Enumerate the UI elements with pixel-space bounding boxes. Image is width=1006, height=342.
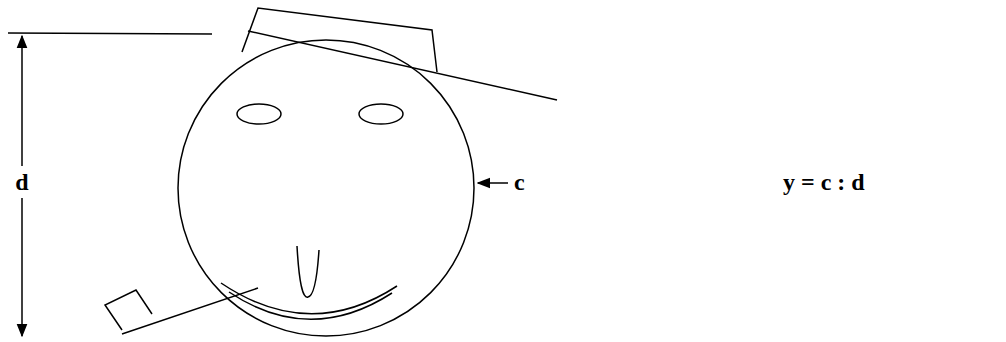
leader-arrow xyxy=(478,182,508,184)
formula-label: y = c : d xyxy=(783,170,865,194)
circumference-label: c xyxy=(514,170,525,194)
smile xyxy=(221,283,397,314)
eye xyxy=(237,104,281,124)
smile xyxy=(229,292,392,319)
dimension-arrow xyxy=(21,198,23,336)
dimension-label: d xyxy=(15,170,28,194)
eye xyxy=(359,104,403,124)
extension-line xyxy=(8,33,212,34)
hat-brim xyxy=(248,31,557,100)
dimension-arrow xyxy=(21,36,23,166)
nose xyxy=(297,246,319,297)
pipe-bowl xyxy=(105,290,152,330)
pipe-stem xyxy=(122,288,258,334)
face-circle xyxy=(178,40,474,336)
hat-crown xyxy=(242,8,437,72)
